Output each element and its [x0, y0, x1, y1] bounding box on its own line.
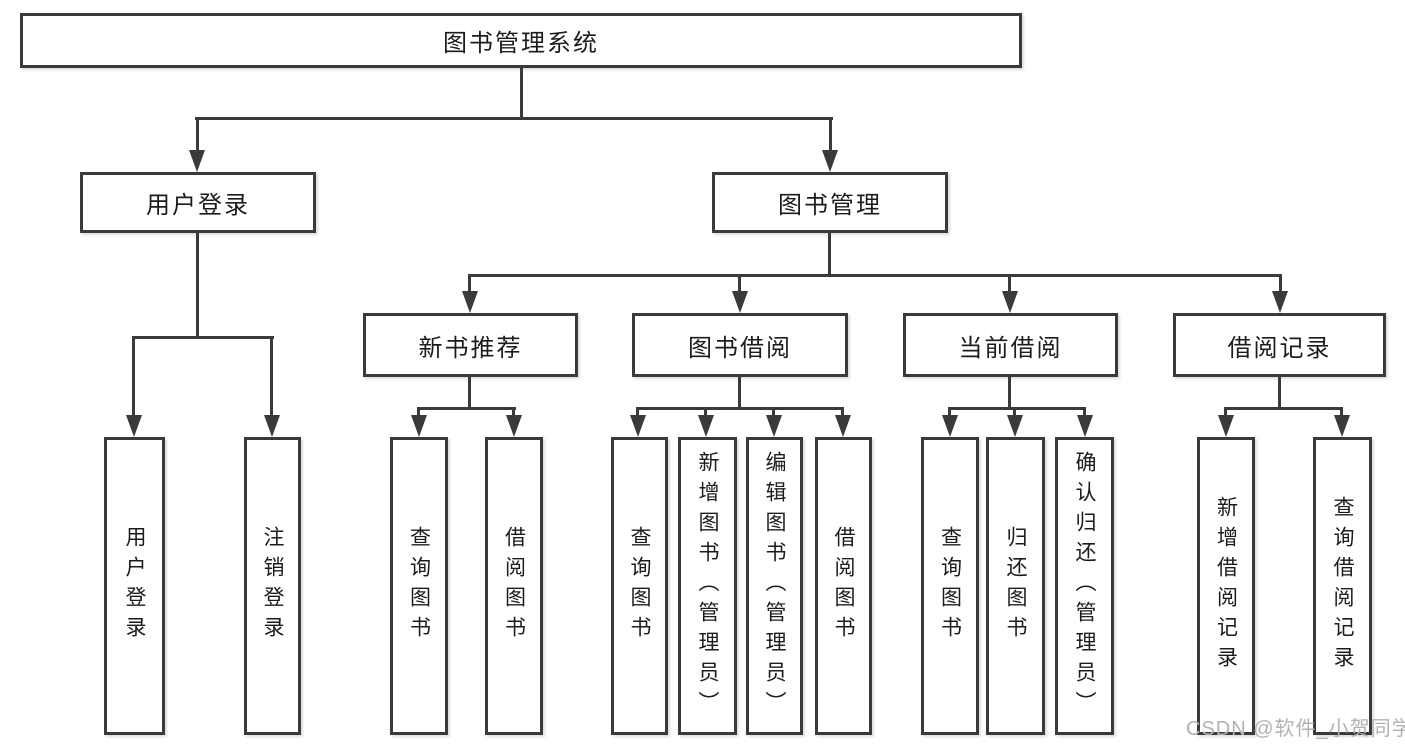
leaf-logout: 注销登录	[244, 437, 301, 735]
connector-line	[1278, 377, 1281, 407]
leaf-label: 确认归还（管理员）	[1073, 451, 1096, 721]
connector-line	[1340, 407, 1343, 417]
leaf-label: 借阅图书	[502, 526, 526, 646]
node-root: 图书管理系统	[20, 13, 1022, 68]
arrowhead-icon	[835, 415, 851, 437]
leaf-label: 编辑图书（管理员）	[763, 451, 786, 721]
leaf-query-books-borrow: 查询图书	[611, 437, 668, 735]
arrowhead-icon	[698, 415, 714, 437]
connector-line	[738, 274, 741, 292]
connector-line	[636, 407, 639, 417]
arrowhead-icon	[462, 291, 478, 313]
node-borrow-records: 借阅记录	[1173, 313, 1386, 377]
arrowhead-icon	[1077, 415, 1093, 437]
leaf-label: 归还图书	[1004, 526, 1027, 646]
leaf-label: 查询图书	[628, 526, 651, 646]
connector-line	[132, 336, 135, 416]
leaf-add-book-admin: 新增图书（管理员）	[678, 437, 737, 735]
arrowhead-icon	[822, 150, 838, 172]
leaf-label: 借阅图书	[832, 526, 855, 646]
leaf-label: 用户登录	[123, 526, 146, 646]
leaf-query-borrow-record: 查询借阅记录	[1313, 437, 1372, 735]
leaf-label: 新增图书（管理员）	[696, 451, 719, 721]
leaf-label: 新增借阅记录	[1214, 496, 1238, 676]
connector-root-branch	[195, 117, 833, 120]
leaf-return-book: 归还图书	[986, 437, 1045, 735]
connector-line	[704, 407, 707, 417]
connector-line	[636, 407, 844, 410]
connector-line	[772, 407, 775, 417]
arrowhead-icon	[1002, 291, 1018, 313]
connector-line	[468, 377, 471, 408]
leaf-label: 查询图书	[938, 526, 962, 646]
leaf-edit-book-admin: 编辑图书（管理员）	[746, 437, 803, 735]
leaf-borrow-books-recommend: 借阅图书	[485, 437, 543, 735]
arrowhead-icon	[942, 415, 958, 437]
leaf-add-borrow-record: 新增借阅记录	[1197, 437, 1255, 735]
node-new-book-recommend: 新书推荐	[363, 313, 578, 377]
connector-line	[1013, 407, 1016, 417]
arrowhead-icon	[264, 415, 280, 437]
leaf-label: 查询图书	[407, 526, 431, 646]
connector-line	[841, 407, 844, 417]
connector-line	[1008, 274, 1011, 292]
connector-line	[196, 233, 199, 336]
arrowhead-icon	[732, 291, 748, 313]
arrowhead-icon	[766, 415, 782, 437]
connector-line	[512, 407, 515, 417]
leaf-query-books-recommend: 查询图书	[390, 437, 448, 735]
connector-line	[948, 407, 1086, 410]
leaf-label: 查询借阅记录	[1331, 496, 1354, 676]
node-book-borrow: 图书借阅	[632, 313, 848, 377]
connector-line	[1224, 407, 1343, 410]
connector-line	[948, 407, 951, 417]
node-book-management: 图书管理	[712, 172, 948, 233]
connector-line	[417, 407, 516, 410]
leaf-borrow-books: 借阅图书	[815, 437, 872, 735]
arrowhead-icon	[1007, 415, 1023, 437]
connector-line	[1279, 274, 1282, 292]
leaf-confirm-return-admin: 确认归还（管理员）	[1055, 437, 1114, 735]
arrowhead-icon	[506, 415, 522, 437]
arrowhead-icon	[1272, 291, 1288, 313]
connector-line	[468, 274, 471, 292]
connector-line	[828, 233, 831, 274]
watermark: CSDN @软件_小贺同学	[1186, 718, 1405, 740]
arrowhead-icon	[1218, 415, 1234, 437]
connector-line	[1008, 377, 1011, 407]
arrowhead-icon	[411, 415, 427, 437]
arrowhead-icon	[1334, 415, 1350, 437]
connector-line	[468, 274, 1282, 277]
arrowhead-icon	[189, 150, 205, 172]
arrowhead-icon	[630, 415, 646, 437]
connector-root-trunk	[520, 68, 523, 117]
arrowhead-icon	[126, 415, 142, 437]
connector-line	[196, 117, 199, 151]
node-current-borrow: 当前借阅	[903, 313, 1118, 377]
connector-line	[738, 377, 741, 407]
node-user-login: 用户登录	[80, 172, 316, 233]
connector-line	[1224, 407, 1227, 417]
connector-line	[270, 336, 273, 416]
leaf-label: 注销登录	[261, 526, 284, 646]
leaf-user-login: 用户登录	[104, 437, 165, 735]
connector-line	[829, 117, 832, 151]
connector-line	[132, 336, 274, 339]
connector-line	[1083, 407, 1086, 417]
leaf-query-books-current: 查询图书	[921, 437, 979, 735]
connector-line	[417, 407, 420, 417]
